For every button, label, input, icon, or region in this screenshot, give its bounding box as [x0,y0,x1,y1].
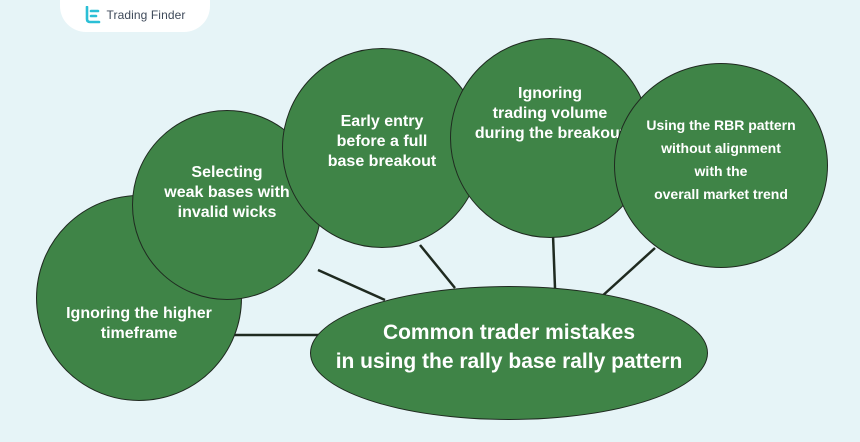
trading-finder-logo-icon [85,6,100,24]
central-topic-label: Common trader mistakes in using the rall… [335,321,683,373]
connector-line-4 [551,234,557,289]
central-topic-bubble: Common trader mistakes in using the rall… [310,286,708,420]
mistake-label-5: Using the RBR pattern without alignment … [646,116,796,202]
mistake-bubble-3: Early entry before a full base breakout [282,48,482,248]
mistake-label-2: Selecting weak bases with invalid wicks [164,164,290,221]
mistake-label-3: Early entry before a full base breakout [327,113,437,170]
mistake-label-4: Ignoring trading volume during the break… [474,85,626,142]
brand-name: Trading Finder [106,8,186,22]
brand-logo: Trading Finder [60,0,210,32]
connector-line-3 [419,244,456,289]
connector-line-5 [599,247,656,299]
mistake-label-1: Ignoring the higher timeframe [66,305,212,342]
connector-line-2 [317,268,386,302]
mistake-bubble-5: Using the RBR pattern without alignment … [614,63,828,268]
